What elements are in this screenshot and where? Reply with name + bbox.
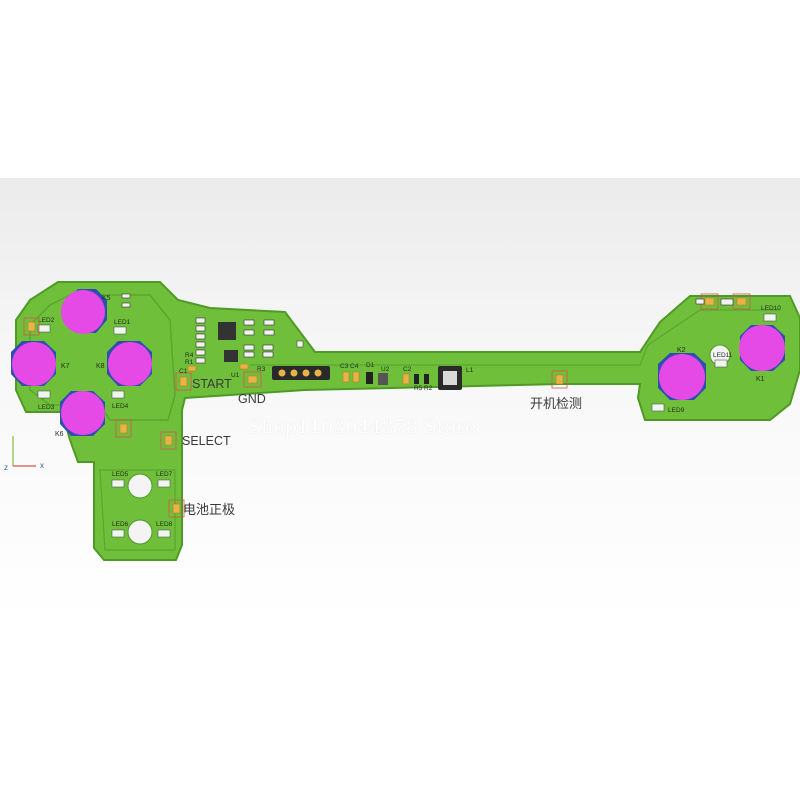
pad-power-detect — [555, 374, 564, 385]
pad-select — [164, 435, 173, 446]
pad-gnd — [247, 375, 258, 384]
hole-led8 — [127, 519, 153, 545]
select-label: SELECT — [182, 434, 231, 448]
led1-footprint — [113, 326, 127, 335]
button-k2-label: K2 — [677, 347, 686, 354]
led2-footprint — [37, 324, 51, 333]
c2-label: C2 — [403, 366, 412, 373]
led7-footprint — [157, 479, 171, 488]
led4-label: LED4 — [112, 403, 129, 410]
pad-battery — [172, 503, 181, 514]
led10-footprint — [763, 313, 777, 322]
led4-footprint — [111, 390, 125, 399]
pad-right-top — [704, 297, 715, 306]
led3-label: LED3 — [38, 404, 55, 411]
button-k7-label: K7 — [61, 363, 70, 370]
button-k5-label: K5 — [102, 295, 111, 302]
led1-label: LED1 — [114, 319, 131, 326]
connector-header — [272, 366, 330, 380]
led5-label: LED5 — [112, 471, 129, 478]
led6-footprint — [111, 529, 125, 538]
trace-strip — [250, 309, 780, 366]
led2-label: LED2 — [38, 317, 55, 324]
pad-right-top2 — [736, 297, 747, 306]
button-k6: K6 — [55, 391, 105, 438]
pad-c1 — [187, 365, 197, 372]
led11-label: LED11 — [713, 352, 733, 359]
led6-label: LED6 — [112, 521, 129, 528]
pad-r3 — [239, 363, 249, 370]
d1-label: D1 — [366, 362, 375, 369]
hole-led5 — [127, 473, 153, 499]
led7-label: LED7 — [156, 471, 173, 478]
button-k1: K1 — [739, 325, 785, 383]
u2-label: U2 — [381, 366, 390, 373]
pad-c3 — [342, 371, 350, 383]
u1-chip — [224, 350, 238, 362]
axis-z-label: z — [4, 463, 8, 472]
button-k5: K5 — [61, 289, 111, 334]
led8-label: LED8 — [156, 521, 173, 528]
axis-indicator: z x — [4, 436, 44, 472]
r1-label: R1 — [185, 359, 194, 366]
led10-label: LED10 — [761, 305, 781, 312]
button-k1-label: K1 — [756, 376, 765, 383]
led3-footprint — [37, 390, 51, 399]
pad-left-top — [27, 321, 36, 332]
pcb-viewport: K5 K7 K8 K6 K2 K1 — [0, 178, 800, 622]
pad-left-mid — [119, 423, 128, 434]
l1-label: L1 — [466, 367, 474, 374]
led5-footprint — [111, 479, 125, 488]
axis-x-label: x — [40, 461, 44, 470]
r3-label: R3 — [257, 366, 266, 373]
gnd-label: GND — [238, 392, 266, 406]
r5-label: R5 — [414, 385, 423, 392]
power-detect-label: 开机检测 — [530, 396, 582, 411]
pad-start — [179, 376, 188, 387]
u1-label: U1 — [231, 372, 240, 379]
led9-label: LED9 — [668, 407, 685, 414]
c4-label: C4 — [350, 363, 359, 370]
r2-label: R2 — [424, 385, 433, 392]
d1-diode — [366, 372, 373, 384]
c3-label: C3 — [340, 363, 349, 370]
led11-footprint — [714, 359, 728, 368]
store-watermark: Shop1103044878 Store — [248, 416, 477, 438]
led9-footprint — [651, 403, 665, 412]
pcb-outline — [15, 281, 800, 561]
pad-c2 — [402, 373, 410, 385]
led8-footprint — [157, 529, 171, 538]
pcb-board-diagram: K5 K7 K8 K6 K2 K1 — [4, 281, 800, 561]
pad-c4 — [352, 371, 360, 383]
button-k7: K7 — [11, 341, 70, 386]
button-k8: K8 — [96, 341, 152, 386]
start-label: START — [192, 377, 232, 391]
u2-chip — [378, 373, 388, 385]
battery-positive-label: 电池正极 — [183, 502, 235, 517]
trace-lower — [99, 469, 176, 551]
c1-label: C1 — [179, 368, 188, 375]
mcu-chip — [218, 322, 236, 340]
button-k8-label: K8 — [96, 363, 105, 370]
r4-label: R4 — [185, 352, 194, 359]
button-k6-label: K6 — [55, 431, 64, 438]
button-k2: K2 — [658, 347, 706, 400]
